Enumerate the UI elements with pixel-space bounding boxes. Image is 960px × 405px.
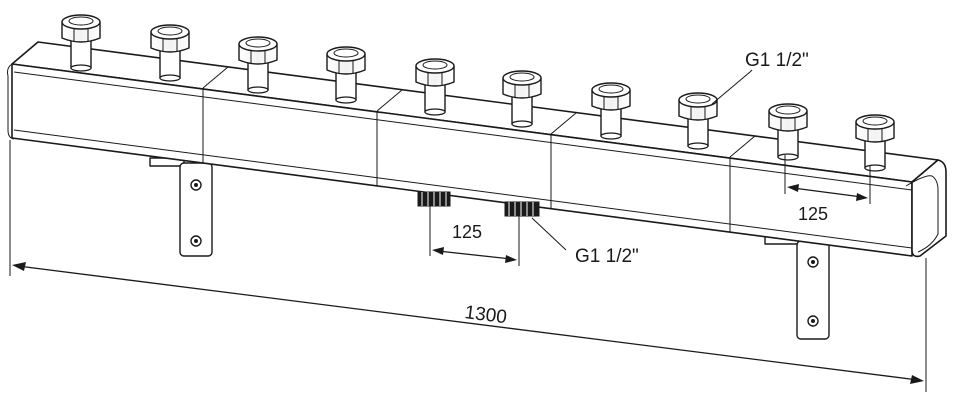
top-nozzle — [678, 92, 718, 150]
bottom-connection-left — [417, 191, 451, 207]
top-nozzle — [326, 46, 366, 104]
bottom-connection-label: G1 1/2" — [575, 246, 639, 267]
top-nozzle — [768, 103, 808, 161]
top-nozzle — [502, 70, 542, 128]
top-spacing-dimension: 125 — [784, 155, 871, 224]
overall-length-label: 1300 — [463, 302, 508, 328]
top-connection-label: G1 1/2" — [745, 50, 809, 71]
top-nozzle — [855, 114, 895, 172]
bottom-connection-right — [504, 201, 540, 217]
left-mounting-bracket — [149, 157, 213, 257]
bottom-spacing-dimension: 125 — [429, 206, 520, 266]
bottom-spacing-label: 125 — [452, 222, 482, 242]
top-nozzle — [415, 58, 455, 116]
right-mounting-bracket — [764, 235, 830, 340]
top-nozzle — [591, 82, 631, 140]
top-connection-callout: G1 1/2" — [711, 50, 809, 105]
bottom-connection-callout: G1 1/2" — [531, 217, 639, 267]
top-nozzle — [150, 24, 190, 82]
bottom-connections — [417, 191, 540, 217]
top-nozzle — [61, 14, 101, 72]
top-spacing-label: 125 — [798, 204, 828, 224]
top-nozzle — [238, 36, 278, 94]
top-connections — [61, 14, 895, 172]
overall-length-dimension: 1300 — [9, 140, 927, 392]
